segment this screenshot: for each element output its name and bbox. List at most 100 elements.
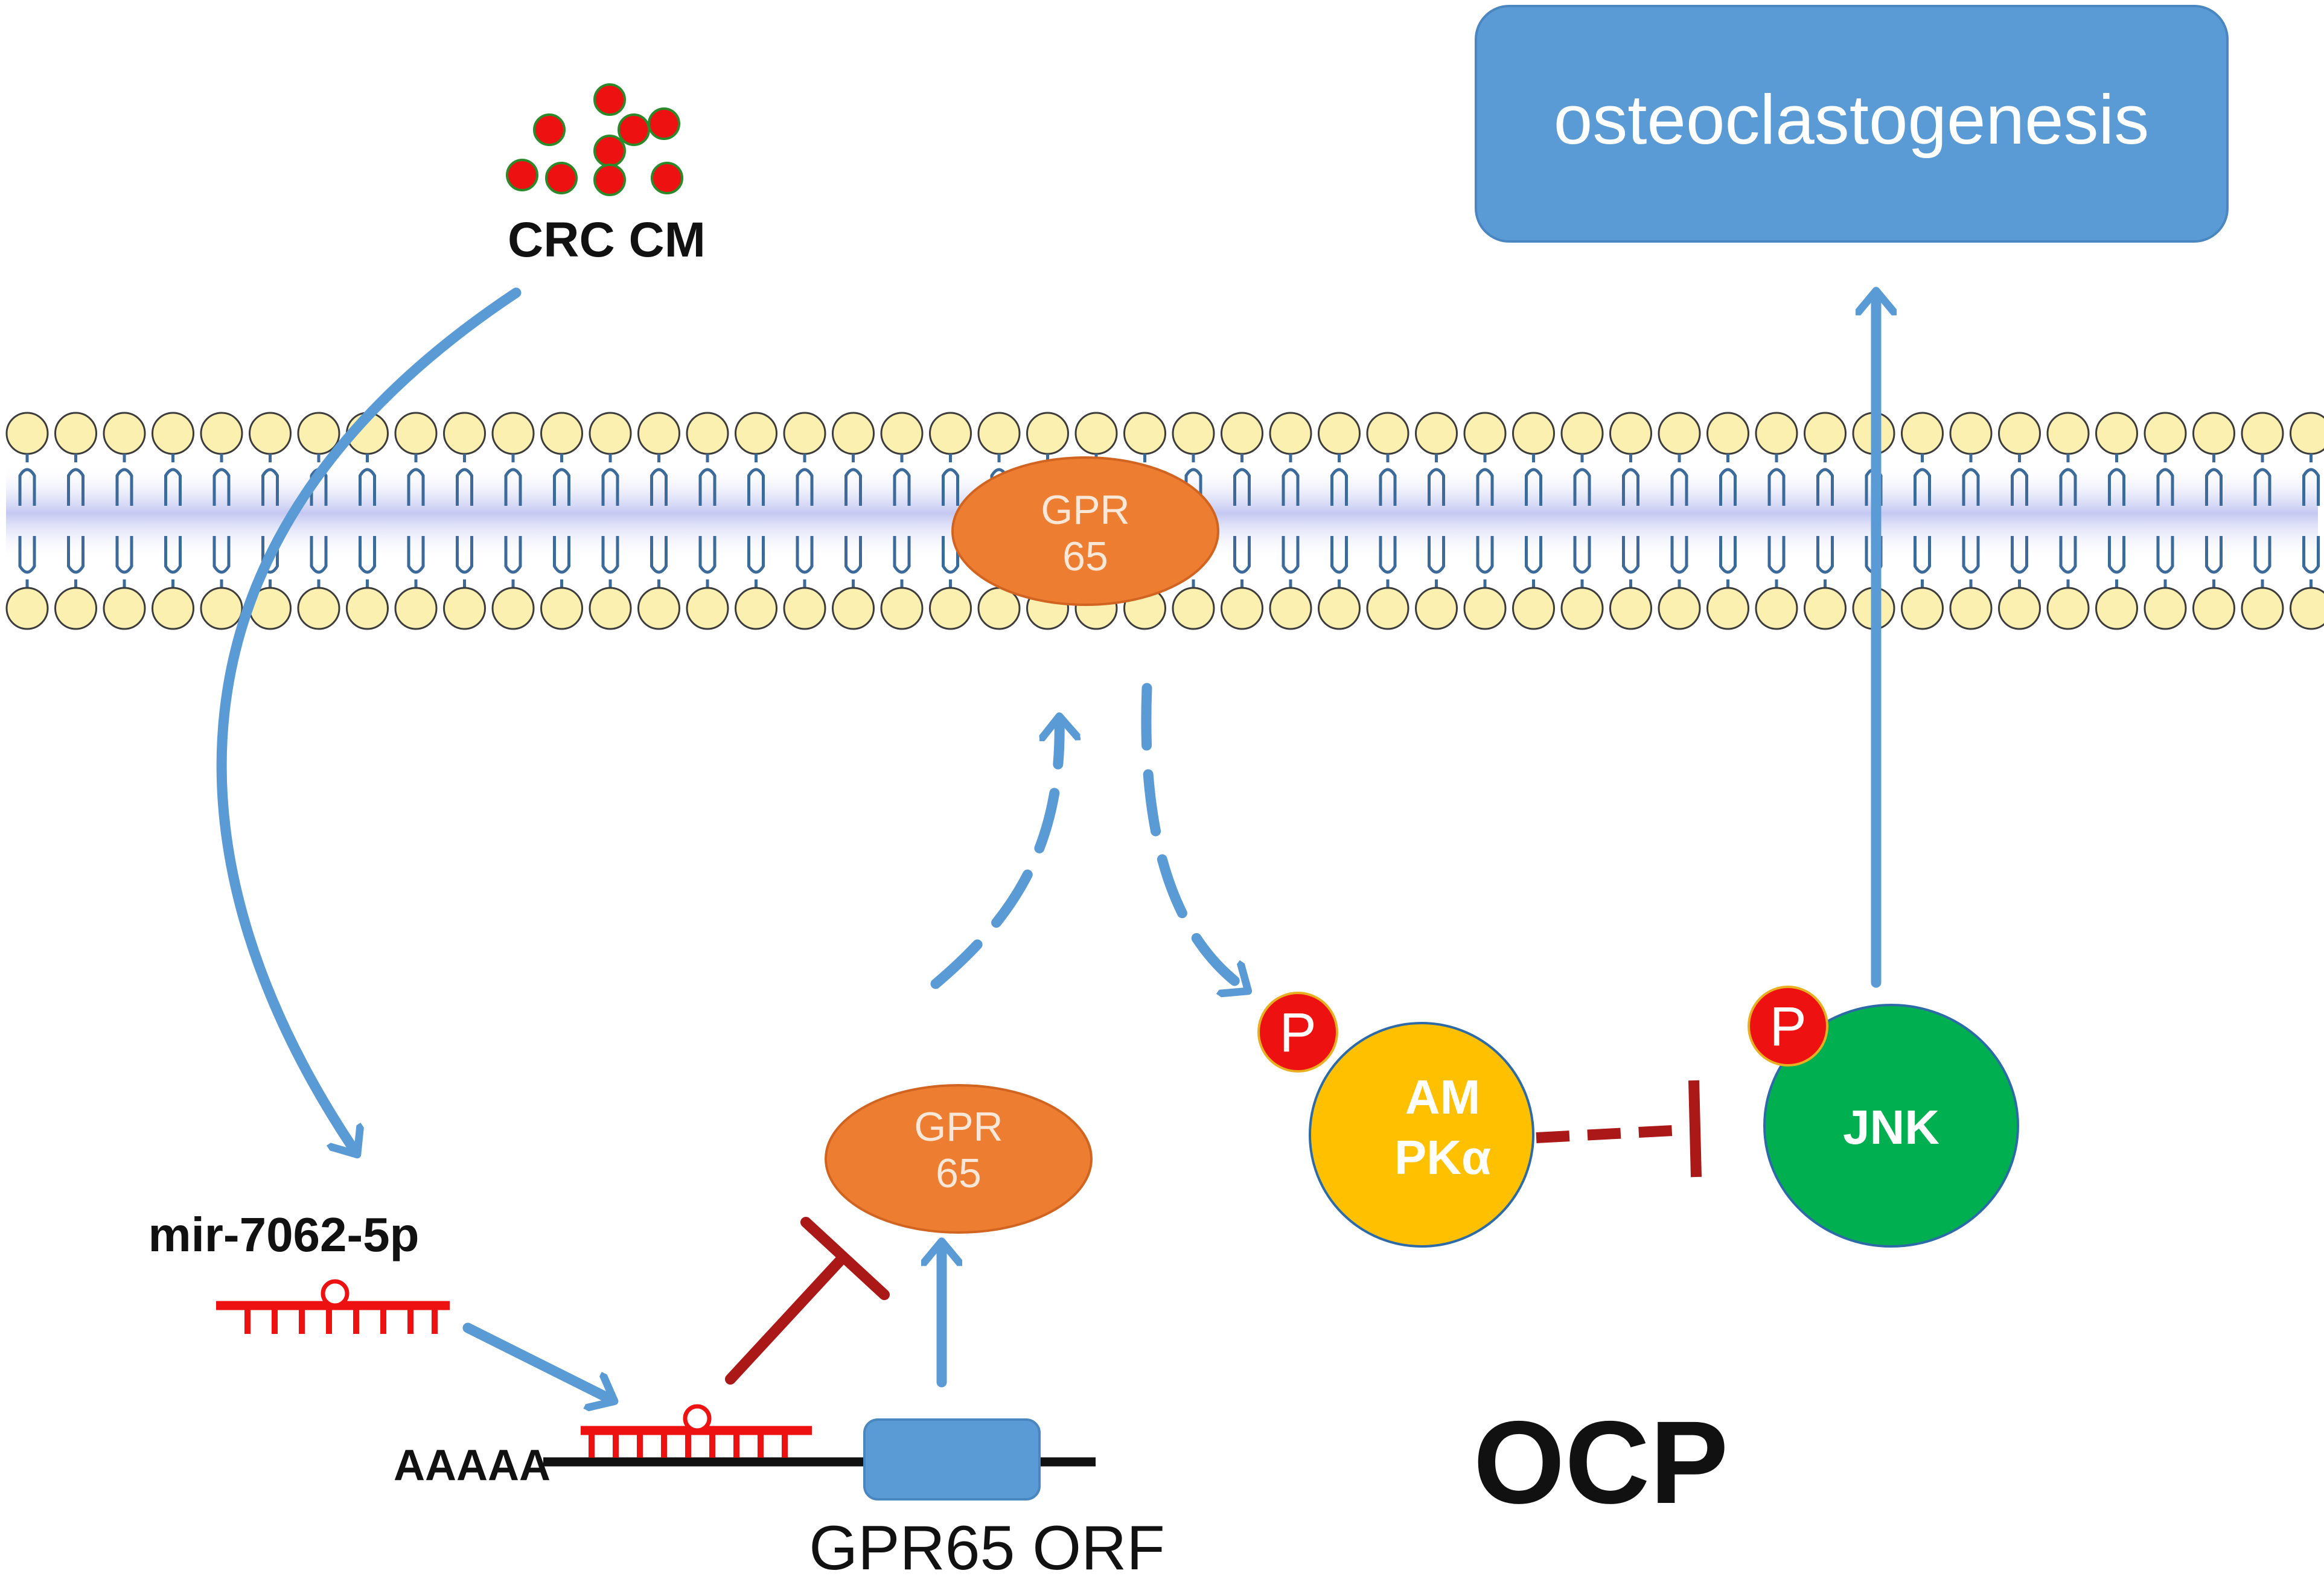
lipid-tail-upper [67, 454, 85, 506]
lipid-tail-lower [115, 536, 133, 588]
lipid-head-top [1415, 412, 1458, 455]
inhibition-ampk-to-jnk [1536, 1080, 1702, 1178]
lipid-tail-lower [1525, 536, 1542, 588]
lipid-tail-upper [115, 454, 133, 506]
gpr65-membrane-receptor: GPR 65 [951, 456, 1219, 606]
lipid-head-bottom [1415, 587, 1458, 630]
lipid-tail-upper [1525, 454, 1542, 506]
phosphate-jnk-label: P [1769, 996, 1806, 1057]
lipid-head-top [1609, 412, 1652, 455]
lipid-head-bottom [1172, 587, 1215, 630]
lipid-head-top [1901, 412, 1944, 455]
lipid-head-bottom [686, 587, 729, 630]
lipid-head-top [637, 412, 680, 455]
lipid-tail-upper [698, 454, 717, 506]
lipid-head-bottom [5, 587, 49, 630]
gpr65-cyto-label-line2: 65 [936, 1150, 982, 1196]
lipid-head-bottom [540, 587, 583, 630]
lipid-tail-upper [18, 454, 36, 506]
lipid-tail-lower [2108, 536, 2125, 588]
lipid-head-top [1658, 412, 1701, 455]
lipid-tail-lower [67, 536, 85, 588]
lipid-tail-lower [2302, 536, 2320, 588]
lipid-head-top [152, 412, 194, 455]
lipid-tail-lower [1428, 536, 1445, 588]
arrow-gpr65-to-ampk [1141, 683, 1247, 990]
lipid-head-top [443, 412, 486, 455]
lipid-tail-lower [407, 536, 425, 588]
lipid-heads-bottom [5, 587, 2324, 630]
lipid-tail-upper [844, 454, 862, 506]
lipid-head-top [1221, 412, 1263, 455]
lipid-head-bottom [152, 587, 194, 630]
lipid-head-top [1755, 412, 1798, 455]
lipid-head-top [1366, 412, 1409, 455]
lipid-tail-lower [18, 536, 36, 588]
lipid-head-bottom [1998, 587, 2041, 630]
lipid-tail-lower [2059, 536, 2077, 588]
lipid-tail-lower [310, 536, 328, 588]
lipid-tail-upper [261, 454, 279, 506]
lipid-head-top [2241, 412, 2284, 455]
lipid-head-bottom [2241, 587, 2284, 630]
lipid-tail-upper [650, 454, 668, 506]
lipid-tail-lower [164, 536, 182, 588]
lipid-head-bottom [1221, 587, 1263, 630]
jnk-node: JNK [1763, 1004, 2019, 1248]
lipid-head-bottom [589, 587, 632, 630]
gpr65-cytoplasmic-protein: GPR 65 [825, 1084, 1093, 1234]
lipid-head-bottom [2095, 587, 2138, 630]
lipid-head-bottom [1755, 587, 1798, 630]
lipid-head-bottom [1949, 587, 1993, 630]
lipid-tail-lower [1573, 536, 1591, 588]
gpr65-orf-label: GPR65 ORF [809, 1513, 1164, 1583]
lipid-head-bottom [880, 587, 924, 630]
lipid-head-top [2144, 412, 2187, 455]
lipid-tail-lower [942, 536, 959, 588]
lipid-head-top [1123, 412, 1166, 455]
lipid-head-top [1026, 412, 1069, 455]
lipid-head-top [394, 412, 438, 455]
arrow-gpr65-trafficking-to-membrane [930, 718, 1059, 989]
lipid-tail-lower [747, 536, 765, 588]
gpr65-membrane-label-line1: GPR [1041, 487, 1129, 533]
lipid-tail-upper [456, 454, 473, 506]
lipid-tail-upper [1767, 454, 1786, 506]
lipid-head-top [54, 412, 97, 455]
lipid-tail-lower [1622, 536, 1639, 588]
lipid-head-top [686, 412, 729, 455]
lipid-tail-lower [2011, 536, 2028, 588]
lipid-head-bottom [1366, 587, 1409, 630]
gpr65-membrane-label-line2: 65 [1062, 534, 1108, 579]
lipid-tail-upper [2011, 454, 2028, 506]
lipid-head-top [1318, 412, 1361, 455]
lipid-tail-lower [698, 536, 717, 588]
lipid-head-top [2192, 412, 2235, 455]
lipid-tail-lower [1476, 536, 1494, 588]
ampk-alpha-node: AM PKα [1309, 1022, 1534, 1248]
lipid-tail-lower [2205, 536, 2223, 588]
lipid-tail-upper [1233, 454, 1251, 506]
gpr65-orf-box [863, 1418, 1041, 1500]
lipid-head-top [1463, 412, 1507, 455]
lipid-head-bottom [1269, 587, 1312, 630]
lipid-head-bottom [1560, 587, 1604, 630]
lipid-head-bottom [2144, 587, 2187, 630]
lipid-tail-upper [1573, 454, 1591, 506]
lipid-head-top [1512, 412, 1555, 455]
lipid-tail-lower [1767, 536, 1786, 588]
phosphate-group-ampk: P [1257, 992, 1338, 1073]
lipid-tail-lower [1816, 536, 1834, 588]
lipid-tail-upper [1282, 454, 1300, 506]
lipid-head-top [1074, 412, 1118, 455]
lipid-head-top [1706, 412, 1749, 455]
lipid-tail-upper [1330, 454, 1348, 506]
lipid-tail-upper [942, 454, 959, 506]
lipid-tail-lower [456, 536, 473, 588]
lipid-tail-lower [1330, 536, 1348, 588]
lipid-head-top [735, 412, 777, 455]
lipid-head-top [1269, 412, 1312, 455]
lipid-tail-upper [796, 454, 814, 506]
ampk-label-line1: AM [1405, 1070, 1480, 1124]
lipid-tail-lower [1719, 536, 1737, 588]
